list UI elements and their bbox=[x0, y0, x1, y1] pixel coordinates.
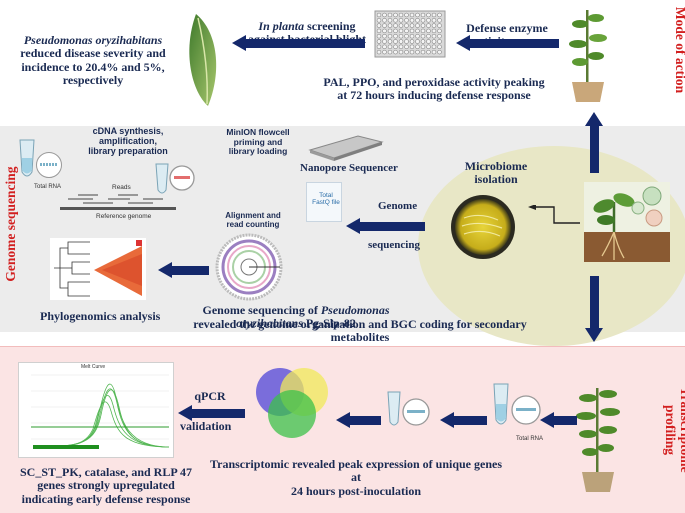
transcriptome-plant-image bbox=[576, 384, 620, 494]
genome-seq-label-2: sequencing bbox=[368, 239, 420, 251]
transcriptome-band-border bbox=[0, 346, 685, 347]
reference-genome-label: Reference genome bbox=[96, 213, 152, 220]
transcriptome-cdna-tube bbox=[384, 388, 436, 440]
microplate-image bbox=[374, 10, 446, 58]
reads-label: Reads bbox=[112, 184, 131, 191]
melt-curve-title: Melt Curve bbox=[81, 364, 106, 370]
cdna-text: cDNA synthesis,amplification,library pre… bbox=[88, 126, 168, 157]
connector-plant-to-dish bbox=[528, 204, 580, 225]
enzyme-result-text: PAL, PPO, and peroxidase activity peakin… bbox=[323, 75, 545, 103]
nanopore-device-image bbox=[306, 128, 386, 162]
mode-result-text: Pseudomonas oryzihabitans reduced diseas… bbox=[20, 33, 166, 88]
flowcell-tube-image bbox=[152, 160, 202, 200]
plant-soil-microbes-image bbox=[584, 182, 670, 262]
peak-expression-text: Transcriptomic revealed peak expression … bbox=[210, 457, 502, 498]
validation-label: validation bbox=[180, 419, 232, 433]
potted-plant-image bbox=[566, 4, 610, 104]
infected-leaf-image bbox=[178, 12, 226, 108]
melt-curve-chart: Melt Curve bbox=[18, 362, 174, 458]
fastq-file-image bbox=[306, 182, 342, 222]
section-transcriptome-profiling: Transcriptome profiling bbox=[663, 387, 685, 473]
petri-dish-image bbox=[450, 194, 516, 260]
qpcr-label: qPCR bbox=[194, 389, 226, 403]
genome-result-text-2: revealed the genome organization and BGC… bbox=[193, 317, 527, 345]
transcriptome-total-rna-label: Total RNA bbox=[516, 436, 544, 442]
section-mode-of-action: Mode of action bbox=[673, 6, 685, 94]
rna-tube-image bbox=[10, 136, 50, 186]
total-rna-label: Total RNA bbox=[34, 184, 62, 190]
transcriptome-rna-tube bbox=[488, 380, 542, 440]
circular-genome-map bbox=[214, 232, 284, 302]
reads-diagram bbox=[58, 192, 178, 212]
phylogenetic-tree-image bbox=[50, 238, 146, 300]
genome-seq-label-1: Genome bbox=[378, 200, 418, 212]
nanopore-label: Nanopore Sequencer bbox=[300, 162, 398, 174]
rna-strand-icon bbox=[40, 163, 58, 166]
phylogenomics-label: Phylogenomics analysis bbox=[40, 309, 161, 323]
genome-result-text: Genome sequencing of Pseudomonas oryziha… bbox=[202, 303, 390, 331]
venn-diagram bbox=[250, 362, 334, 444]
